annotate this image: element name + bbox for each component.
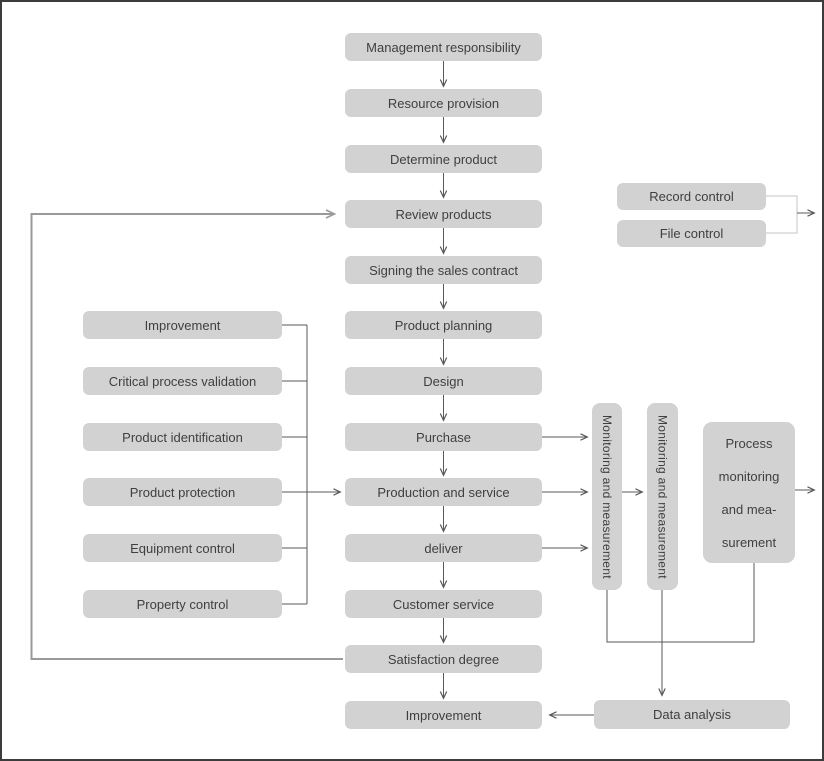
flow-node-monitoring-measurement-1: Monitoring and measurement (592, 403, 622, 590)
flow-node-management-responsibility: Management responsibility (345, 33, 542, 61)
flow-node-satisfaction-degree: Satisfaction degree (345, 645, 542, 673)
flow-node-file-control: File control (617, 220, 766, 247)
flow-node-equipment-control: Equipment control (83, 534, 282, 562)
process-box-line-4: surement (721, 534, 777, 550)
flow-node-design: Design (345, 367, 542, 395)
flow-node-property-control: Property control (83, 590, 282, 618)
flow-node-deliver: deliver (345, 534, 542, 562)
flow-node-product-planning: Product planning (345, 311, 542, 339)
flow-node-monitoring-measurement-2: Monitoring and measurement (647, 403, 678, 590)
flow-node-review-products: Review products (345, 200, 542, 228)
flow-node-product-identification: Product identification (83, 423, 282, 451)
flow-node-signing-sales-contract: Signing the sales contract (345, 256, 542, 284)
flow-node-purchase: Purchase (345, 423, 542, 451)
flow-node-data-analysis: Data analysis (594, 700, 790, 729)
flow-node-determine-product: Determine product (345, 145, 542, 173)
flow-node-record-control: Record control (617, 183, 766, 210)
process-box-line-3: and mea- (721, 501, 777, 517)
flow-node-improvement-left: Improvement (83, 311, 282, 339)
flow-node-critical-process-validation: Critical process validation (83, 367, 282, 395)
flow-node-improvement-main: Improvement (345, 701, 542, 729)
process-box-line-2: monitoring (718, 468, 780, 484)
flow-node-process-monitoring-measurement: Process monitoring and mea- surement (703, 422, 795, 563)
flow-node-product-protection: Product protection (83, 478, 282, 506)
flow-node-production-and-service: Production and service (345, 478, 542, 506)
flow-node-customer-service: Customer service (345, 590, 542, 618)
flow-node-resource-provision: Resource provision (345, 89, 542, 117)
process-box-line-1: Process (725, 435, 773, 451)
